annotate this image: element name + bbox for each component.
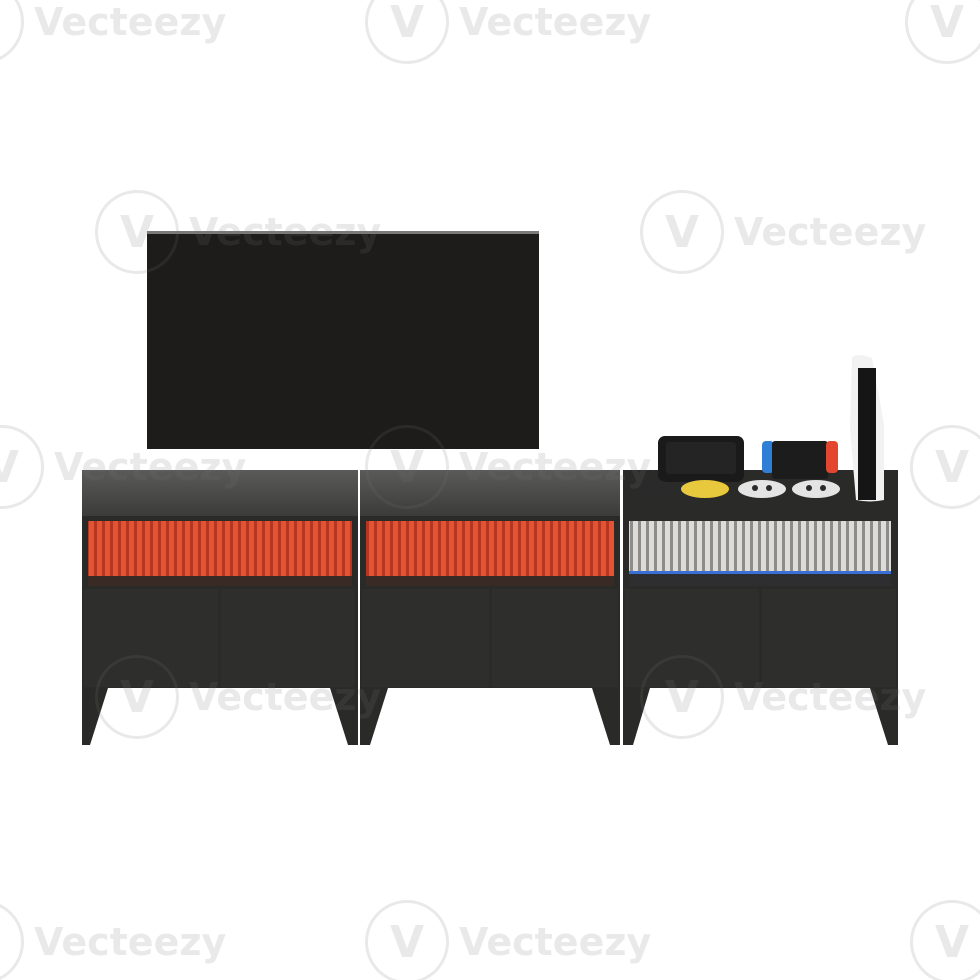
watermark-text: Vecteezy xyxy=(459,0,652,44)
watermark-logo-icon: V xyxy=(910,425,980,509)
watermark-text: Vecteezy xyxy=(734,675,927,719)
watermark-logo-icon: V xyxy=(910,900,980,980)
watermark-text: Vecteezy xyxy=(54,445,247,489)
watermark-logo-icon: V xyxy=(365,0,449,64)
slat-panel-red xyxy=(366,521,614,577)
cabinet-leg xyxy=(360,688,388,745)
cabinet-door xyxy=(362,589,489,687)
watermark-text: Vecteezy xyxy=(734,210,927,254)
handheld-console-icon xyxy=(658,436,744,482)
cabinet-left xyxy=(82,470,358,745)
watermark-logo-icon: V xyxy=(0,425,44,509)
watermark-logo-icon: V xyxy=(95,655,179,739)
watermark-text: Vecteezy xyxy=(189,210,382,254)
cabinet-leg xyxy=(592,688,620,745)
watermark-text: Vecteezy xyxy=(459,445,652,489)
cabinet-leg xyxy=(870,688,898,745)
tv-screen xyxy=(147,234,539,449)
cabinet-door xyxy=(84,589,218,687)
watermark-logo-icon: V xyxy=(365,900,449,980)
watermark-text: Vecteezy xyxy=(34,0,227,44)
watermark-logo-icon: V xyxy=(640,655,724,739)
game-controller-icon xyxy=(628,480,840,498)
slat-panel-gray xyxy=(629,521,891,573)
cabinet-middle xyxy=(360,470,620,745)
watermark-logo-icon: V xyxy=(365,425,449,509)
game-console-icon xyxy=(850,355,884,502)
watermark-logo-icon: V xyxy=(0,900,24,980)
cabinet-leg xyxy=(330,688,358,745)
handheld-console-icon xyxy=(762,441,838,479)
cabinet-leg xyxy=(82,688,108,745)
cabinet-door xyxy=(762,589,896,687)
watermark-logo-icon: V xyxy=(640,190,724,274)
blue-accent-strip xyxy=(629,571,891,574)
wall-tv xyxy=(147,231,539,449)
cabinet-leg xyxy=(623,688,650,745)
watermark-logo-icon: V xyxy=(905,0,980,64)
cabinet-door xyxy=(492,589,618,687)
slat-panel-red xyxy=(88,521,352,577)
watermark-text: Vecteezy xyxy=(34,920,227,964)
watermark-logo-icon: V xyxy=(95,190,179,274)
watermark-logo-icon: V xyxy=(0,0,24,64)
watermark-text: Vecteezy xyxy=(189,675,382,719)
cabinet-door xyxy=(221,589,355,687)
cabinet-door xyxy=(625,589,759,687)
watermark-text: Vecteezy xyxy=(459,920,652,964)
